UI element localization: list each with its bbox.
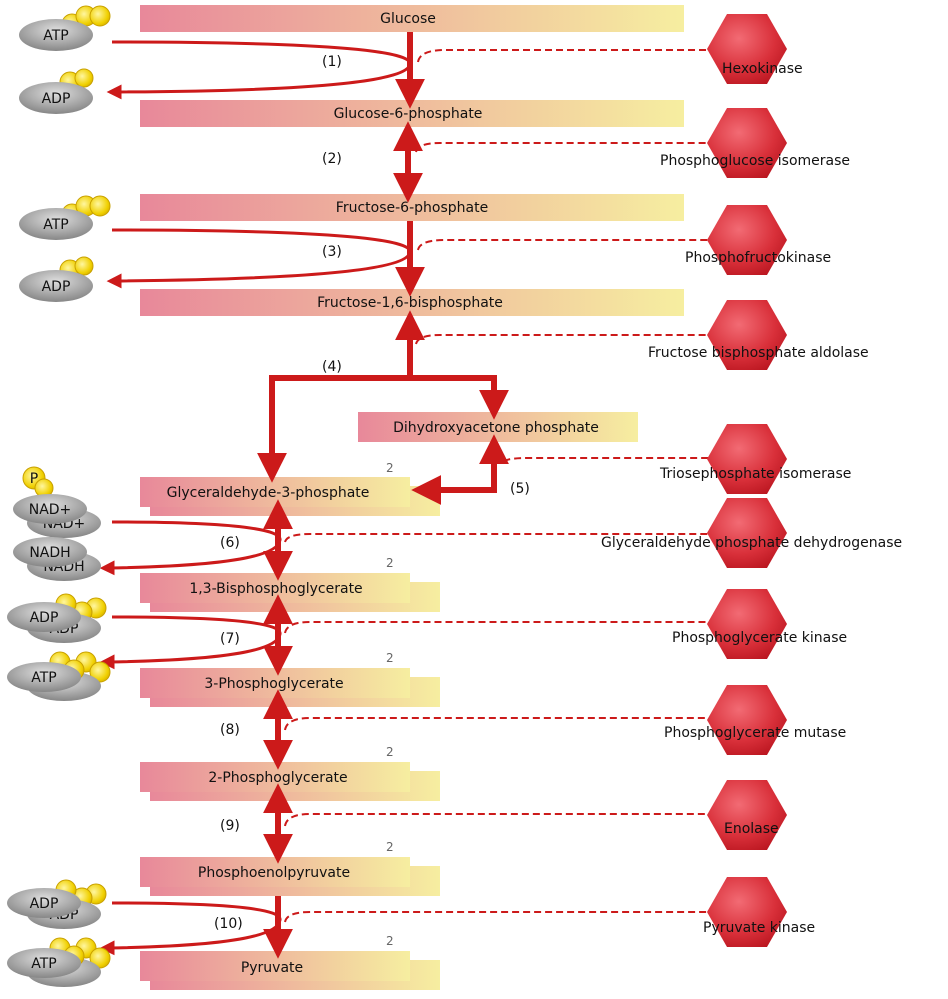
label-dihydroxyacetone-phosphate: Dihydroxyacetone phosphate <box>393 420 599 436</box>
adp-label: ADP <box>30 896 59 912</box>
step-10: (10) <box>214 916 243 932</box>
label-3-phosphoglycerate: 3-Phosphoglycerate <box>204 676 343 692</box>
nadh-cofactor: NADH NADH <box>13 537 101 581</box>
enzyme-label-phosphoglycerate-kinase: Phosphoglycerate kinase <box>672 630 847 646</box>
bar-3-phosphoglycerate <box>140 668 440 707</box>
label-fructose-1-6-bisphosphate: Fructose-1,6-bisphosphate <box>317 295 503 311</box>
step-3: (3) <box>322 244 342 260</box>
adp-cofactor-1: ADP <box>19 68 94 114</box>
enzyme-hexagons <box>707 14 787 947</box>
atp-label: ATP <box>43 217 68 233</box>
enzyme-label-gapdh: Glyceraldehyde phosphate dehydrogenase <box>601 535 902 551</box>
aldolase-hexagon <box>707 300 787 370</box>
phosphoglucose-isomerase-hexagon <box>707 108 787 178</box>
multiplier-2pg: 2 <box>386 745 394 759</box>
step-6: (6) <box>220 535 240 551</box>
bar-glucose <box>140 5 684 32</box>
enolase-hexagon <box>707 780 787 850</box>
nad-label: NAD+ <box>29 502 72 518</box>
adp-label: ADP <box>30 610 59 626</box>
label-glyceraldehyde-3-phosphate: Glyceraldehyde-3-phosphate <box>167 485 370 501</box>
bar-phosphoenolpyruvate <box>140 857 440 896</box>
atp-cofactor-3: ATP <box>19 195 111 240</box>
enzyme-label-enolase: Enolase <box>724 821 779 837</box>
triosephosphate-isomerase-hexagon <box>707 424 787 494</box>
step-2: (2) <box>322 151 342 167</box>
atp-cofactor-7: ATP <box>7 651 111 701</box>
bar-pyruvate <box>140 951 440 990</box>
multiplier-pyruvate: 2 <box>386 934 394 948</box>
phosphate-cofactor: P <box>22 466 54 498</box>
cofactor-arrows <box>99 40 412 956</box>
label-glucose-6-phosphate: Glucose-6-phosphate <box>334 106 483 122</box>
atp-label: ATP <box>43 28 68 44</box>
phosphate-label: P <box>30 471 38 487</box>
step-8: (8) <box>220 722 240 738</box>
atp-label: ATP <box>31 956 56 972</box>
enzyme-label-phosphoglycerate-mutase: Phosphoglycerate mutase <box>664 725 846 741</box>
atp-label: ATP <box>31 670 56 686</box>
adp-cofactor-10: ADP ADP <box>7 879 107 929</box>
adp-cofactor-3: ADP <box>19 256 94 302</box>
label-2-phosphoglycerate: 2-Phosphoglycerate <box>208 770 347 786</box>
adp-label: ADP <box>42 91 71 107</box>
phosphofructokinase-hexagon <box>707 205 787 275</box>
multiplier-g3p: 2 <box>386 461 394 475</box>
enzyme-dashed-lines <box>284 49 742 923</box>
step-5: (5) <box>510 481 530 497</box>
step-9: (9) <box>220 818 240 834</box>
nad-cofactor: NAD+ NAD+ <box>13 494 101 538</box>
atp-cofactor-10: ATP <box>7 937 111 987</box>
step-1: (1) <box>322 54 342 70</box>
multiplier-3pg: 2 <box>386 651 394 665</box>
nadh-label: NADH <box>29 545 70 561</box>
hexokinase-hexagon <box>707 14 787 84</box>
label-1-3-bisphosphoglycerate: 1,3-Bisphosphoglycerate <box>189 581 362 597</box>
enzyme-label-pyruvate-kinase: Pyruvate kinase <box>703 920 815 936</box>
step-7: (7) <box>220 631 240 647</box>
main-arrows <box>257 32 509 959</box>
multiplier-pep: 2 <box>386 840 394 854</box>
adp-cofactor-7: ADP ADP <box>7 593 107 643</box>
phosphoglycerate-kinase-hexagon <box>707 589 787 659</box>
enzyme-label-phosphofructokinase: Phosphofructokinase <box>685 250 831 266</box>
label-phosphoenolpyruvate: Phosphoenolpyruvate <box>198 865 350 881</box>
enzyme-label-triosephosphate-isomerase: Triosephosphate isomerase <box>659 466 851 482</box>
enzyme-label-aldolase: Fructose bisphosphate aldolase <box>648 345 869 361</box>
bar-1-3-bisphosphoglycerate <box>140 573 440 612</box>
enzyme-label-phosphoglucose-isomerase: Phosphoglucose isomerase <box>660 153 850 169</box>
phosphoglycerate-mutase-hexagon <box>707 685 787 755</box>
pyruvate-kinase-hexagon <box>707 877 787 947</box>
gapdh-hexagon <box>707 498 787 568</box>
step-4: (4) <box>322 359 342 375</box>
enzyme-label-hexokinase: Hexokinase <box>722 61 803 77</box>
bar-glyceraldehyde-3-phosphate <box>140 477 440 516</box>
multiplier-13bpg: 2 <box>386 556 394 570</box>
label-pyruvate: Pyruvate <box>241 960 303 976</box>
adp-label: ADP <box>42 279 71 295</box>
label-fructose-6-phosphate: Fructose-6-phosphate <box>336 200 488 216</box>
atp-cofactor-1: ATP <box>19 5 111 51</box>
label-glucose: Glucose <box>380 11 436 27</box>
